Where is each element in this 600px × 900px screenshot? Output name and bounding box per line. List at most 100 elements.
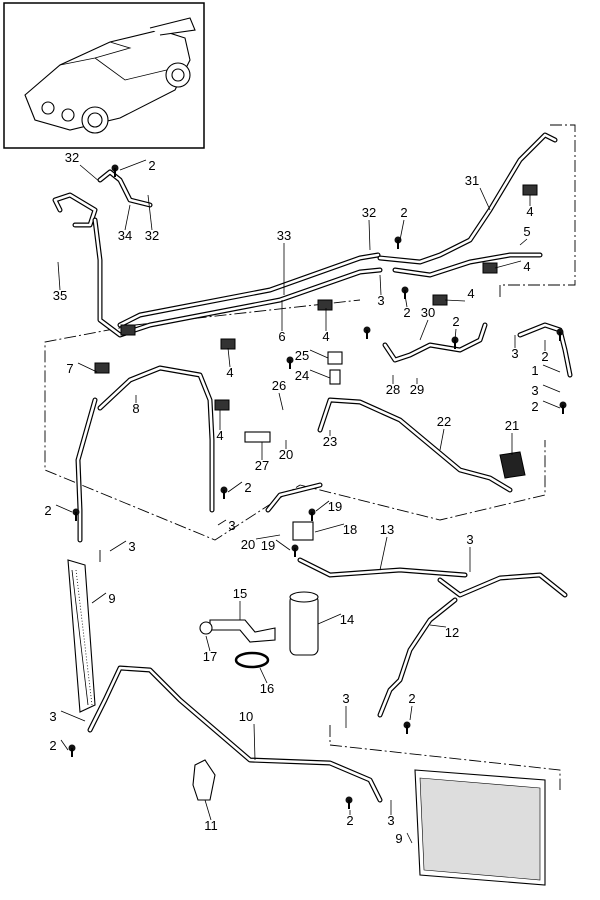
callout-14: 14 [340, 612, 354, 627]
clip-part [214, 399, 230, 411]
leader-line [419, 319, 429, 341]
refrigerant-tube-inner [378, 133, 557, 264]
hose-clamp [234, 651, 270, 669]
refrigerant-tube-inner [298, 558, 467, 577]
leader-line [542, 400, 561, 409]
leader-line [454, 328, 457, 341]
leader-line [379, 536, 388, 571]
callout-4: 4 [467, 286, 474, 301]
clip-part [317, 299, 333, 311]
leader-line [227, 347, 231, 368]
condenser-right [414, 769, 546, 886]
refrigerant-tube-inner [383, 323, 487, 362]
callout-23: 23 [323, 434, 337, 449]
callout-3: 3 [531, 383, 538, 398]
leader-line [147, 194, 153, 231]
callout-32: 32 [65, 150, 79, 165]
callout-4: 4 [322, 329, 329, 344]
refrigerant-tube-inner [266, 483, 322, 512]
callout-13: 13 [380, 522, 394, 537]
callout-26: 26 [272, 378, 286, 393]
leader-line [404, 294, 408, 308]
callout-5: 5 [523, 224, 530, 239]
refrigerant-lines [52, 132, 573, 803]
leader-line [55, 504, 73, 513]
leader-line [309, 369, 331, 379]
pressure-switch [244, 431, 271, 443]
callout-2: 2 [44, 503, 51, 518]
callout-22: 22 [437, 414, 451, 429]
clip-part [432, 294, 448, 306]
refrigerant-tube-inner [53, 193, 97, 227]
refrigerant-tube-inner [98, 366, 214, 512]
callout-4: 4 [216, 428, 223, 443]
refrigerant-tube [382, 322, 488, 363]
components [67, 164, 567, 886]
leader-line [60, 739, 69, 751]
callout-28: 28 [386, 382, 400, 397]
callout-33: 33 [277, 228, 291, 243]
refrigerant-tube-inner [318, 398, 512, 492]
cap [327, 351, 343, 365]
callout-11: 11 [204, 818, 218, 833]
clip-part [220, 338, 236, 350]
callout-2: 2 [408, 691, 415, 706]
leader-line [479, 187, 491, 211]
leader-line [60, 710, 86, 722]
refrigerant-tube-inner [118, 253, 380, 327]
callout-2: 2 [346, 813, 353, 828]
callout-2: 2 [148, 158, 155, 173]
callout-3: 3 [128, 539, 135, 554]
leader-line [275, 539, 291, 551]
callout-2: 2 [403, 305, 410, 320]
holder [192, 759, 216, 801]
leader-line [77, 362, 98, 373]
leader-lines [55, 159, 561, 844]
leader-line [124, 204, 131, 231]
callout-17: 17 [203, 649, 217, 664]
leader-line [409, 705, 413, 721]
leader-line [314, 523, 345, 533]
leader-line [259, 667, 268, 684]
leader-line [429, 624, 447, 628]
receiver-dryer [289, 591, 319, 656]
refrigerant-tube-inner [98, 170, 152, 207]
callout-34: 34 [118, 228, 132, 243]
callout-20: 20 [241, 537, 255, 552]
callout-3: 3 [49, 709, 56, 724]
callout-4: 4 [523, 259, 530, 274]
leader-line [227, 481, 243, 493]
callout-2: 2 [49, 738, 56, 753]
callout-32: 32 [145, 228, 159, 243]
nut [199, 621, 213, 635]
callout-16: 16 [260, 681, 274, 696]
leader-line [368, 219, 371, 251]
leader-line [204, 799, 212, 821]
clip [499, 451, 526, 479]
leader-line [119, 159, 147, 171]
leader-line [255, 534, 281, 540]
callout-20: 20 [279, 447, 293, 462]
leader-line [109, 540, 127, 552]
refrigerant-tube [265, 482, 323, 513]
bracket [209, 619, 276, 643]
leader-line [406, 832, 413, 844]
refrigerant-tube [377, 132, 558, 265]
callout-18: 18 [343, 522, 357, 537]
refrigerant-tube [377, 597, 458, 718]
refrigerant-tube-inner [378, 598, 457, 717]
bolts [68, 164, 567, 809]
callout-21: 21 [505, 418, 519, 433]
callout-4: 4 [526, 204, 533, 219]
leader-line [253, 723, 256, 761]
leader-line [91, 592, 107, 604]
callout-2: 2 [452, 314, 459, 329]
callout-1: 1 [531, 363, 538, 378]
clip-part [120, 324, 136, 336]
leader-line [519, 238, 528, 246]
callout-3: 3 [228, 518, 235, 533]
callout-2: 2 [531, 399, 538, 414]
callout-2: 2 [244, 480, 251, 495]
callout-3: 3 [342, 691, 349, 706]
